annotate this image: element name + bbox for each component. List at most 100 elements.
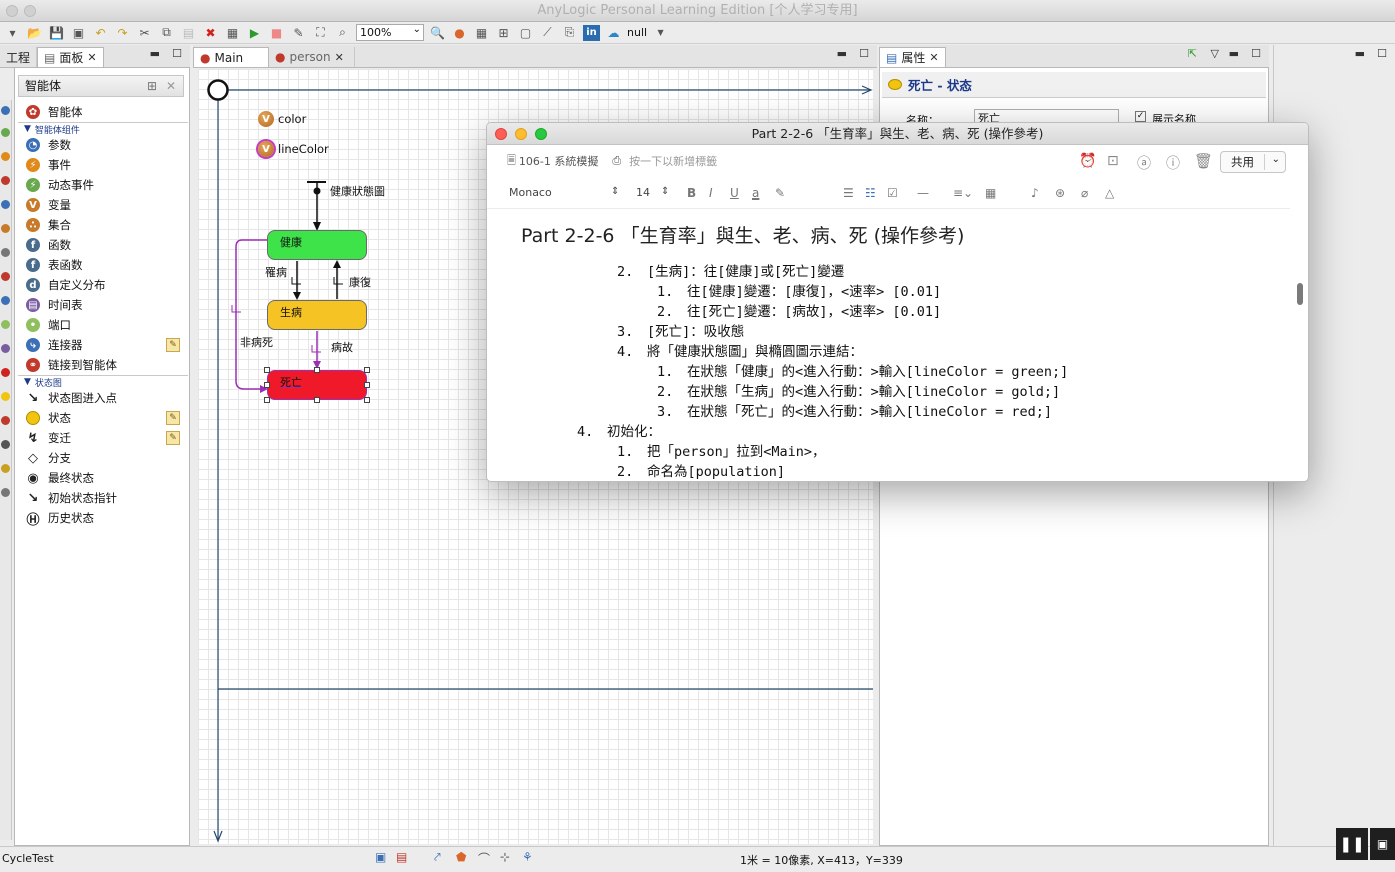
pencil-icon[interactable]: ✎ <box>166 431 180 445</box>
close-window-button[interactable] <box>495 128 507 140</box>
minimize-icon[interactable]: ▬ <box>1354 47 1365 60</box>
zoom-out-icon[interactable]: ⌕ <box>339 25 346 39</box>
note-list-item[interactable]: 2.[生病]：往[健康]或[死亡]變遷 <box>617 264 845 280</box>
minimize-icon[interactable]: ▬ <box>836 47 847 60</box>
selection-handle[interactable] <box>314 397 320 403</box>
redo-icon[interactable]: ↷ <box>117 25 128 40</box>
stop-icon[interactable]: ■ <box>270 25 283 40</box>
layers-icon[interactable]: ▢ <box>519 25 532 40</box>
note-list-item[interactable]: 1.在狀態「健康」的<進入行動：>輸入[lineColor = green;] <box>657 364 1069 380</box>
cloud-upload-icon[interactable]: ☁ <box>607 25 620 40</box>
close-icon[interactable]: ✕ <box>334 50 344 64</box>
snap-icon[interactable]: ⊞ <box>498 25 509 40</box>
minimize-icon[interactable]: ▬ <box>1228 47 1239 60</box>
numbered-list-icon[interactable]: ☷ <box>865 186 876 200</box>
text-color-icon[interactable]: a <box>752 186 760 200</box>
selection-handle[interactable] <box>364 382 370 388</box>
work-chat-icon[interactable]: ⓐ <box>1137 156 1151 172</box>
pause-recording-button[interactable]: ❚❚ <box>1336 828 1368 860</box>
palette-item[interactable]: ◉最终状态 <box>27 470 94 486</box>
tab-main[interactable]: ● Main <box>193 47 269 67</box>
copy-icon[interactable]: ⧉ <box>162 25 171 39</box>
state-dead[interactable]: 死亡 <box>267 370 367 400</box>
note-list-item[interactable]: 4.初始化： <box>577 424 661 440</box>
strip-icon[interactable] <box>1 320 10 329</box>
palette-item[interactable]: ◔参数 <box>18 135 188 155</box>
zoom-in-icon[interactable]: 🔍 <box>430 25 445 40</box>
italic-icon[interactable]: I <box>709 186 713 200</box>
google-drive-icon[interactable]: △ <box>1105 186 1115 200</box>
variable-linecolor[interactable]: V lineColor <box>258 141 329 157</box>
tab-project[interactable]: 工程 <box>0 47 38 67</box>
shapes-tool-icon[interactable]: ⬟ <box>456 850 467 864</box>
palette-item[interactable]: ⚡动态事件 <box>18 175 188 195</box>
align-icon[interactable]: ⟋ <box>543 25 552 39</box>
close-icon[interactable]: ✕ <box>165 79 176 93</box>
pencil-icon[interactable]: ✎ <box>166 338 180 352</box>
open-folder-icon[interactable]: 📂 <box>27 25 42 40</box>
share-button[interactable]: 共用 ⌄ <box>1220 151 1286 173</box>
palette-item[interactable]: ↘初始状态指针 <box>27 490 117 506</box>
screen-capture-button[interactable]: ▣ <box>1370 828 1395 860</box>
highlighter-icon[interactable]: ✎ <box>775 186 786 200</box>
axis-tool-icon[interactable]: ⊹ <box>500 850 511 864</box>
maximize-icon[interactable]: ☐ <box>1377 47 1387 60</box>
note-list-item[interactable]: 4.將「健康狀態圖」與橢圓圖示連結： <box>617 344 863 360</box>
arc-tool-icon[interactable]: ⌒ <box>478 852 491 866</box>
palette-header[interactable]: 智能体 ⊞ ✕ <box>18 75 184 97</box>
pencil-icon[interactable]: ✎ <box>166 411 180 425</box>
notebook-selector[interactable]: 106-1 系統模擬 <box>518 155 599 168</box>
info-icon[interactable]: ⓘ <box>1166 156 1180 172</box>
paste-icon[interactable]: ▤ <box>182 25 195 40</box>
tab-palette[interactable]: ▤ 面板 ✕ <box>37 47 104 67</box>
strip-icon[interactable] <box>1 440 10 449</box>
select-tool-icon[interactable]: ⤤ <box>434 850 441 864</box>
zoom-window-button[interactable] <box>535 128 547 140</box>
note-list-item[interactable]: 3.在狀態「死亡」的<進入行動：>輸入[lineColor = red;] <box>657 404 1053 420</box>
bulleted-list-icon[interactable]: ☰ <box>843 186 854 200</box>
link-icon[interactable]: ⊛ <box>1055 186 1066 200</box>
state-sick[interactable]: 生病 <box>267 300 367 330</box>
strip-icon[interactable] <box>1 464 10 473</box>
strip-icon[interactable] <box>1 488 10 497</box>
strip-icon[interactable] <box>1 344 10 353</box>
trash-icon[interactable]: 🗑 <box>1194 152 1214 170</box>
palette-section[interactable]: ▼智能体组件 <box>18 122 188 136</box>
underline-icon[interactable]: U <box>730 186 739 200</box>
align-icon[interactable]: ≡⌄ <box>953 186 974 200</box>
strip-icon[interactable] <box>1 416 10 425</box>
strip-icon[interactable] <box>1 176 10 185</box>
font-size-select[interactable]: 14 <box>636 186 650 199</box>
maximize-icon[interactable]: ☐ <box>859 47 869 60</box>
variable-color[interactable]: V color <box>258 111 306 127</box>
close-icon[interactable]: ✕ <box>929 51 939 64</box>
strip-icon[interactable] <box>1 128 10 137</box>
strip-icon[interactable] <box>1 152 10 161</box>
zoom-fit-icon[interactable]: ⛶ <box>316 25 325 39</box>
strip-icon[interactable] <box>1 272 10 281</box>
new-window-icon[interactable]: ⇱ <box>1187 47 1197 60</box>
palette-item[interactable]: ✿智能体 <box>18 102 188 122</box>
connect-icon[interactable]: ⎘ <box>564 25 575 39</box>
selection-handle[interactable] <box>364 367 370 373</box>
close-window-button[interactable] <box>6 5 18 17</box>
linkedin-icon[interactable]: in <box>583 24 600 41</box>
debug-icon[interactable]: ✎ <box>293 25 304 40</box>
selection-handle[interactable] <box>264 397 270 403</box>
anylogic-cloud-icon[interactable]: ● <box>454 25 465 40</box>
note-list-item[interactable]: 1.往[健康]變遷：[康復]，<速率> [0.01] <box>657 284 942 300</box>
tree-tool-icon[interactable]: ⚘ <box>522 850 533 864</box>
maximize-icon[interactable]: ☐ <box>1251 47 1261 60</box>
transition-disease-death-label[interactable]: 病故 <box>331 341 353 354</box>
table-icon[interactable]: ▦ <box>985 186 997 200</box>
selection-handle[interactable] <box>264 382 270 388</box>
run-icon[interactable]: ▶ <box>249 25 260 40</box>
strip-icon[interactable] <box>1 200 10 209</box>
minimize-window-button[interactable] <box>515 128 527 140</box>
selection-handle[interactable] <box>264 367 270 373</box>
palette-item[interactable]: ⤷连接器✎ <box>18 335 188 355</box>
palette-item[interactable]: ◇分支 <box>28 450 71 466</box>
